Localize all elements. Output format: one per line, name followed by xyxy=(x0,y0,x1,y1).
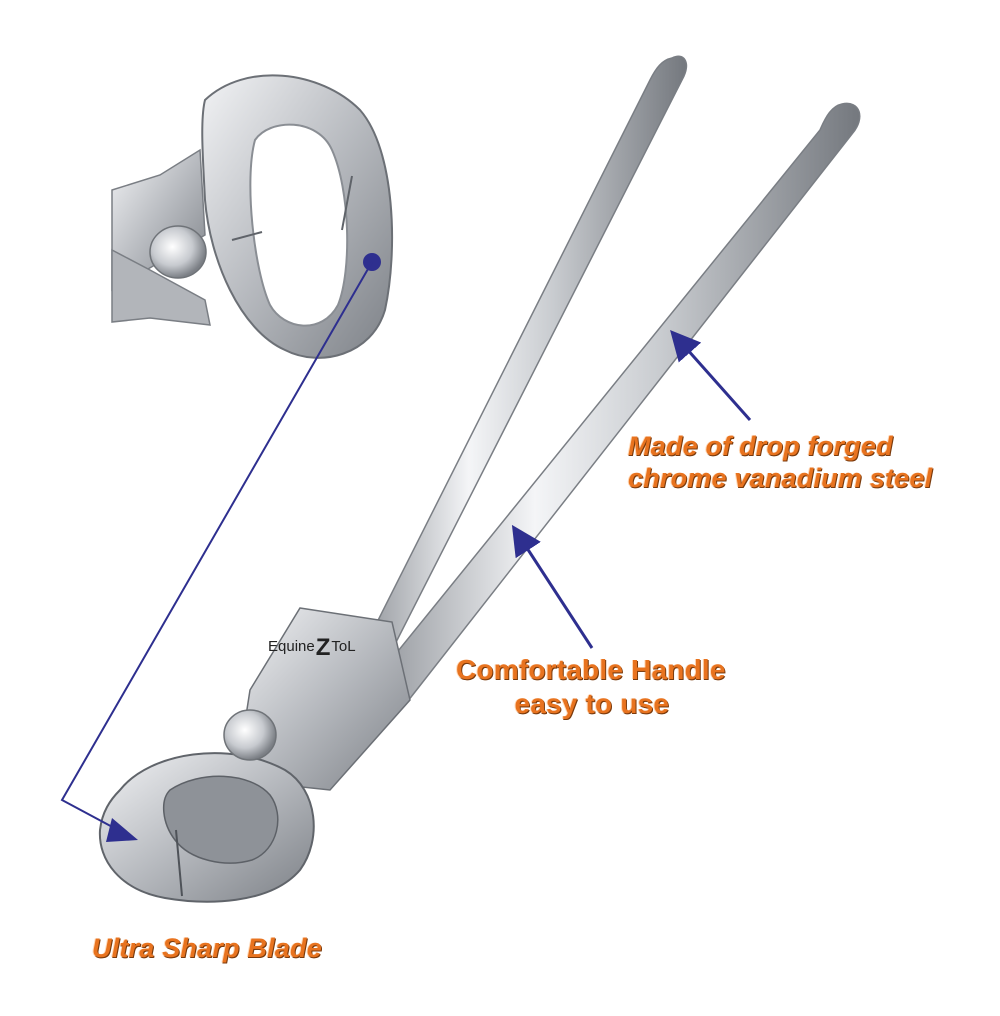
blade-closeup-image xyxy=(111,74,394,359)
steel-callout-line-1: Made of drop forged xyxy=(628,431,893,461)
logo-part-2: ToL xyxy=(331,638,356,655)
steel-callout: Made of drop forged chrome vanadium stee… xyxy=(628,430,932,494)
blade-leader xyxy=(60,253,381,842)
brand-logo: EquineZToL xyxy=(268,634,356,662)
handle-callout-line-2: easy to use xyxy=(514,688,670,719)
hoof-nipper-image xyxy=(98,55,861,903)
logo-part-1: Equine xyxy=(268,638,315,655)
blade-callout: Ultra Sharp Blade xyxy=(92,932,322,964)
handle-callout: Comfortable Handle easy to use xyxy=(456,653,726,721)
handle-arrow xyxy=(511,524,594,649)
steel-arrow xyxy=(670,330,752,421)
blade-callout-text: Ultra Sharp Blade xyxy=(92,933,322,963)
steel-callout-line-2: chrome vanadium steel xyxy=(628,463,933,493)
handle-callout-line-1: Comfortable Handle xyxy=(456,654,726,685)
logo-z: Z xyxy=(315,634,331,661)
callout-arrows xyxy=(60,253,752,842)
